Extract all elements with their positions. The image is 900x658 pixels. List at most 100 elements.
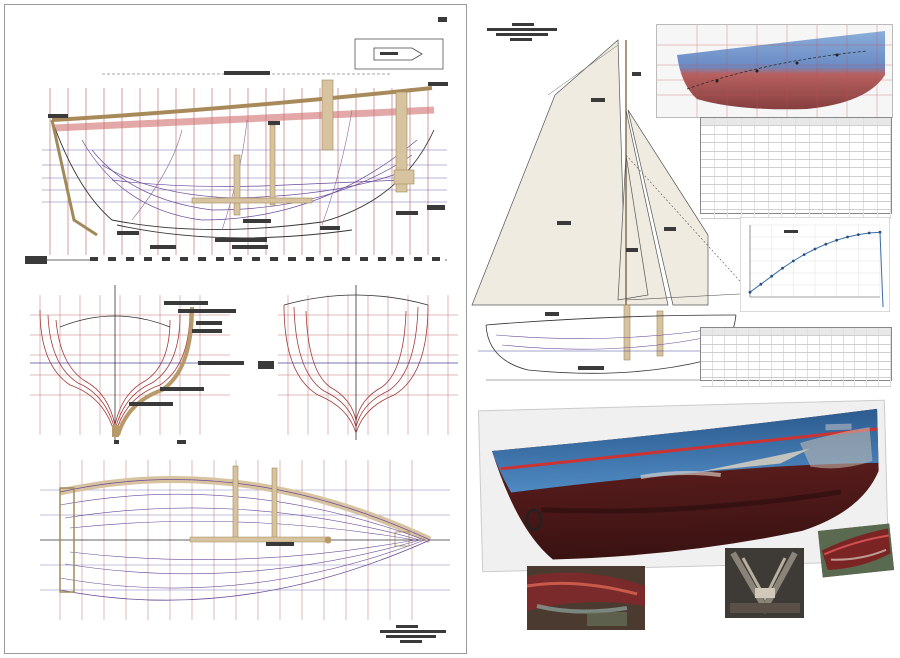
table-cell: [810, 176, 824, 185]
table-cell: [823, 159, 837, 168]
table-cell: [864, 185, 878, 193]
table-cell: [867, 353, 880, 361]
table-cell: [879, 353, 891, 361]
table-cell: [867, 344, 880, 353]
table-cell: [715, 168, 729, 176]
body-plan-scale-label: [177, 440, 186, 444]
table-cell: [878, 118, 892, 126]
table-cell: [725, 344, 737, 353]
table-row: [701, 118, 892, 127]
waterline-label: [198, 361, 244, 365]
table-cell: [878, 193, 892, 201]
table-cell: [837, 159, 851, 168]
gunwale-label: [164, 301, 208, 305]
bilge-label: [129, 402, 173, 406]
table-cell: [772, 344, 785, 353]
table-cell: [808, 353, 820, 361]
data-point: [802, 253, 806, 256]
table-cell: [701, 134, 715, 143]
topsail-label: [632, 72, 641, 76]
data-point: [867, 231, 871, 235]
table-row: [701, 185, 892, 194]
table-cell: [701, 336, 713, 344]
table-cell: [782, 185, 797, 193]
body-plan-aft: [278, 285, 458, 440]
table-cell: [837, 210, 851, 218]
data-point: [770, 274, 774, 278]
table-cell: [844, 361, 856, 369]
title-line-2: [380, 630, 446, 633]
boat-title-line-2: [487, 28, 557, 31]
table-cell: [837, 134, 851, 143]
table-cell: [823, 118, 837, 126]
table-cell: [823, 151, 837, 159]
table-cell: [725, 353, 737, 361]
table-cell: [701, 176, 715, 185]
table-cell: [850, 201, 864, 210]
table-cell: [701, 193, 715, 201]
table-cell: [725, 361, 737, 369]
table-cell: [728, 168, 742, 176]
station-number-strip: [90, 257, 445, 261]
table-cell: [782, 210, 797, 218]
table-row: [701, 134, 892, 144]
table-cell: [728, 210, 742, 218]
table-row: [701, 126, 892, 135]
detail-photo-bow: [527, 566, 645, 630]
table-cell: [837, 118, 851, 126]
table-cell: [855, 361, 868, 369]
table-cell: [879, 344, 891, 353]
displacement-curve-chart: [740, 217, 890, 312]
table-cell: [820, 328, 832, 336]
table-cell: [701, 210, 715, 218]
table-cell: [837, 126, 851, 134]
table-cell: [796, 118, 810, 126]
detail-photo-stern: [817, 523, 895, 578]
table-cell: [755, 185, 769, 193]
table-cell: [701, 353, 713, 361]
keel-label: [243, 219, 271, 223]
secondary-offsets-table: [700, 327, 892, 387]
table-cell: [769, 143, 783, 151]
table-cell: [749, 353, 761, 361]
table-cell: [769, 118, 783, 126]
offsets-table: [700, 117, 892, 219]
table-cell: [808, 344, 820, 353]
mainsail-label: [591, 98, 605, 102]
table-cell: [878, 168, 892, 176]
table-cell: [769, 201, 783, 210]
table-cell: [878, 151, 892, 159]
table-cell: [810, 151, 824, 159]
table-cell: [810, 159, 824, 168]
table-cell: [810, 143, 824, 151]
table-cell: [769, 151, 783, 159]
table-cell: [867, 369, 880, 378]
table-row: [701, 353, 891, 362]
data-point: [856, 233, 860, 236]
table-cell: [755, 176, 769, 185]
table-cell: [796, 378, 808, 386]
table-cell: [701, 361, 713, 369]
table-cell: [713, 328, 725, 336]
table-cell: [850, 193, 864, 201]
table-cell: [715, 185, 729, 193]
stem-label: [48, 114, 68, 118]
data-point: [781, 266, 784, 270]
table-cell: [728, 176, 742, 185]
table-cell: [867, 378, 880, 386]
table-cell: [749, 344, 761, 353]
title-line-4: [400, 640, 422, 643]
table-cell: [878, 159, 892, 168]
data-point: [759, 282, 763, 286]
data-point: [835, 238, 839, 242]
table-cell: [864, 168, 878, 176]
table-cell: [820, 369, 832, 378]
table-cell: [713, 369, 725, 378]
table-cell: [713, 344, 725, 353]
table-cell: [713, 336, 725, 344]
table-cell: [725, 336, 737, 344]
table-cell: [742, 210, 756, 218]
table-cell: [796, 210, 810, 218]
table-cell: [701, 344, 713, 353]
half-breadth-plan: [40, 460, 450, 620]
